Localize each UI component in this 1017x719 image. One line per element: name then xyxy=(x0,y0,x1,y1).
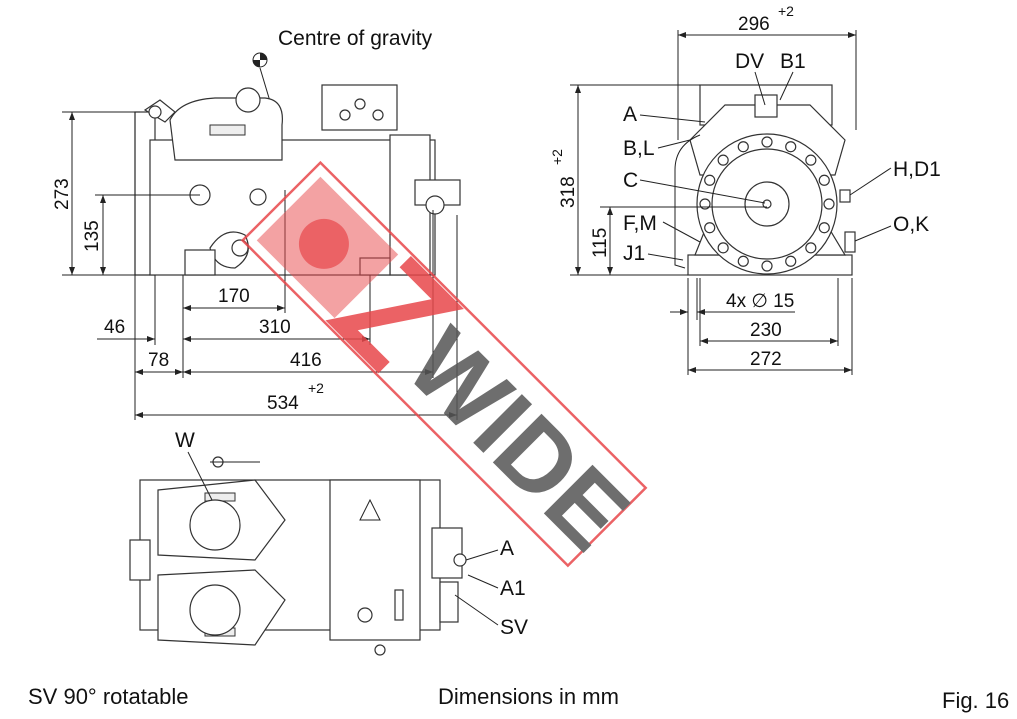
dim-135: 135 xyxy=(82,220,103,252)
side-dimensions: 273 135 170 46 310 78 416 534 +2 xyxy=(52,111,458,420)
label-j1: J1 xyxy=(623,242,645,265)
compressor-top-drawing xyxy=(129,456,467,656)
tol-318: +2 xyxy=(549,149,565,165)
label-dv: DV xyxy=(735,50,764,73)
label-sv: SV xyxy=(500,616,528,639)
dim-78: 78 xyxy=(148,350,169,371)
flange-bolt xyxy=(785,141,797,153)
dim-115: 115 xyxy=(590,228,611,258)
dim-318: 318 xyxy=(558,176,579,208)
dim-230: 230 xyxy=(750,320,782,341)
centre-of-gravity-icon xyxy=(252,52,276,119)
flange-bolt xyxy=(805,242,817,254)
side-view: Centre of gravity xyxy=(52,27,461,420)
front-callouts: DV B1 A B,L C F,M J1 H,D1 O,K xyxy=(623,50,941,265)
centre-of-gravity-label: Centre of gravity xyxy=(278,27,433,50)
label-fm: F,M xyxy=(623,212,657,235)
front-view: 296 +2 318 +2 115 4x ∅ 15 230 272 DV xyxy=(549,3,941,375)
label-a1: A1 xyxy=(500,577,526,600)
dim-296: 296 xyxy=(738,14,770,35)
flange-bolt xyxy=(805,154,817,166)
dim-416: 416 xyxy=(290,350,322,371)
label-a-top: A xyxy=(500,537,514,560)
flange-bolt xyxy=(823,198,835,210)
footer-figure-number: Fig. 16 xyxy=(942,688,1010,713)
compressor-front-drawing xyxy=(674,84,856,276)
label-b1: B1 xyxy=(780,50,806,73)
flange-bolt xyxy=(785,255,797,267)
dim-534: 534 xyxy=(267,393,299,414)
dim-273: 273 xyxy=(52,178,73,210)
flange-bolt xyxy=(704,222,716,234)
tol-534: +2 xyxy=(308,380,324,396)
flange-bolt xyxy=(704,174,716,186)
label-bl: B,L xyxy=(623,137,655,160)
flange-bolt xyxy=(737,141,749,153)
top-callouts: W A A1 SV xyxy=(175,429,528,639)
footer-sv-note: SV 90° rotatable xyxy=(28,684,189,709)
flange-bolt xyxy=(818,174,830,186)
flange-bolt xyxy=(717,242,729,254)
flange-bolt xyxy=(761,260,773,272)
footer-units: Dimensions in mm xyxy=(438,684,619,709)
top-view: W A A1 SV xyxy=(129,429,528,656)
flange-bolts xyxy=(699,136,835,272)
tol-296: +2 xyxy=(778,3,794,19)
flange-bolt xyxy=(761,136,773,148)
label-hd1: H,D1 xyxy=(893,158,941,181)
label-w: W xyxy=(175,429,195,452)
flange-bolt xyxy=(818,222,830,234)
front-dimensions: 296 +2 318 +2 115 4x ∅ 15 230 272 xyxy=(549,3,857,375)
dim-272: 272 xyxy=(750,349,782,370)
flange-bolt xyxy=(717,154,729,166)
label-a: A xyxy=(623,103,637,126)
label-ok: O,K xyxy=(893,213,929,236)
dim-310: 310 xyxy=(259,317,291,338)
flange-bolt xyxy=(737,255,749,267)
label-c: C xyxy=(623,169,638,192)
dim-170: 170 xyxy=(218,286,250,307)
dim-holes: 4x ∅ 15 xyxy=(726,291,794,312)
dim-46: 46 xyxy=(104,317,125,338)
